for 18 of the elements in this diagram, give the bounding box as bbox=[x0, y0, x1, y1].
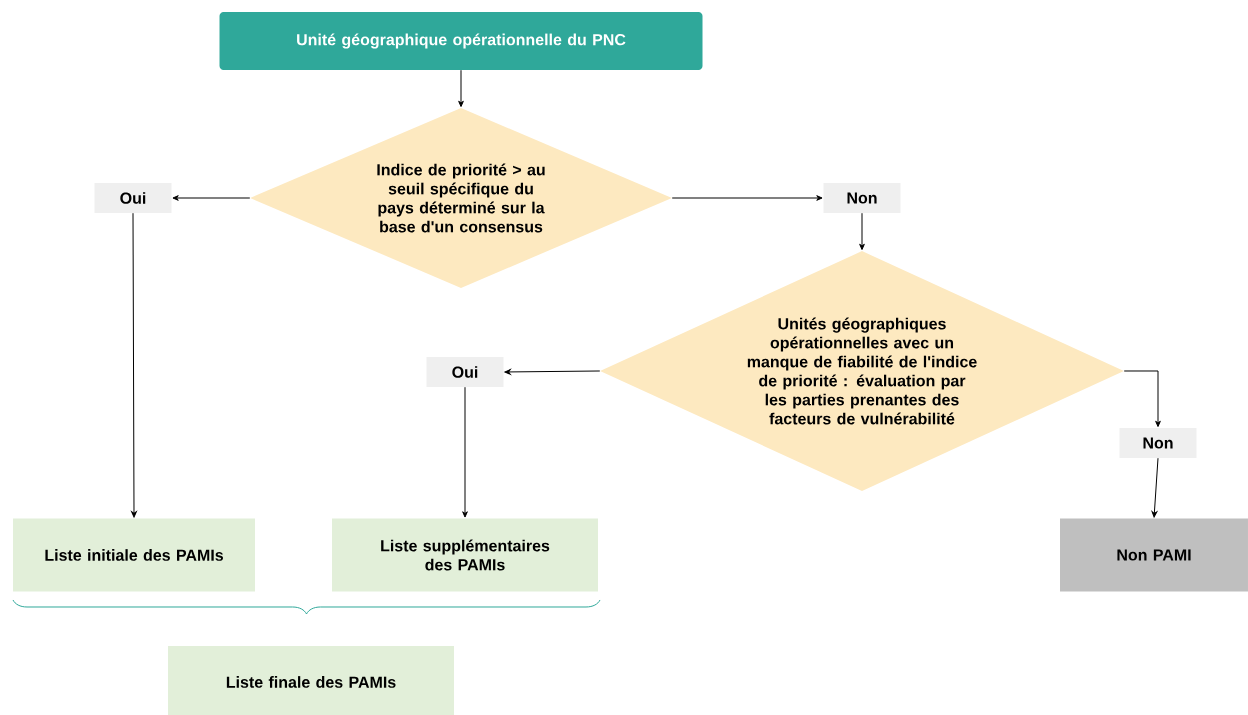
arrow bbox=[859, 212, 865, 251]
answer-box: Oui bbox=[426, 357, 504, 387]
arrow bbox=[172, 195, 251, 201]
answer-box: Non bbox=[1119, 428, 1197, 458]
arrow bbox=[131, 212, 137, 518]
result-box: Non PAMI bbox=[1060, 518, 1248, 592]
arrow bbox=[1123, 370, 1161, 428]
title-box: Unité géographique opérationnelle du PNC bbox=[219, 12, 703, 70]
list-box: Liste initiale des PAMIs bbox=[13, 518, 255, 592]
arrow bbox=[504, 369, 601, 375]
answer-box: Oui bbox=[94, 183, 172, 213]
arrow bbox=[671, 195, 823, 201]
list-box: Liste supplémentaires des PAMIs bbox=[332, 518, 598, 592]
arrow bbox=[1151, 457, 1159, 518]
arrow bbox=[462, 386, 468, 518]
list-box: Liste finale des PAMIs bbox=[168, 646, 454, 715]
arrow bbox=[458, 69, 464, 108]
answer-box: Non bbox=[823, 183, 901, 213]
